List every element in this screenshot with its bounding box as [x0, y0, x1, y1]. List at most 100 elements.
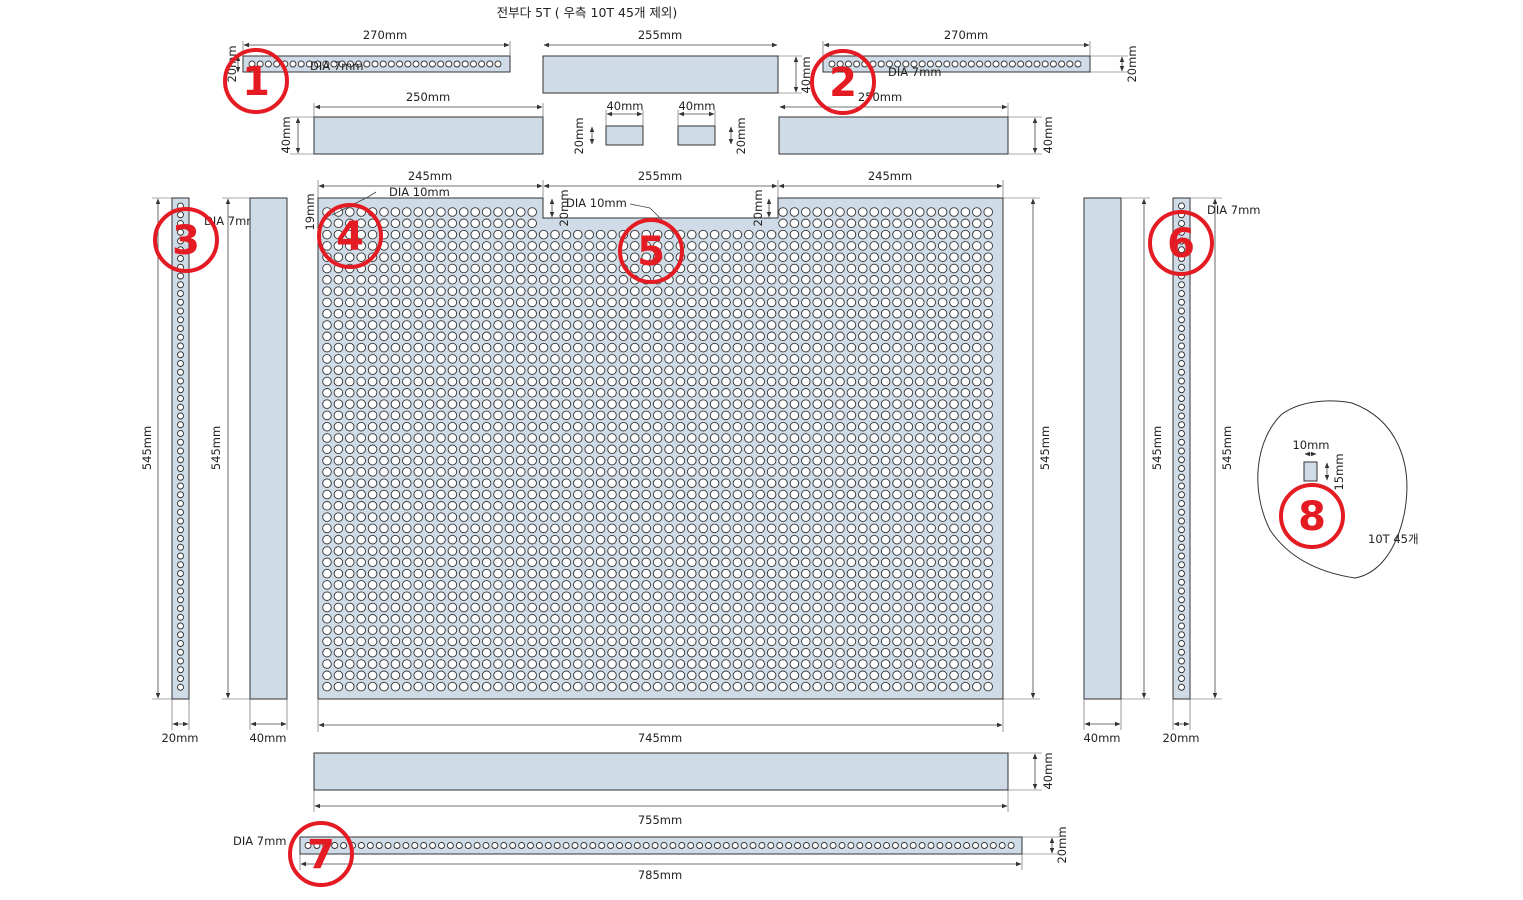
perforation-hole: [652, 433, 663, 443]
perforation-hole: [390, 647, 401, 658]
perforation-hole: [937, 614, 948, 624]
perforation-hole: [755, 580, 765, 590]
perforation-hole: [618, 591, 629, 601]
perforation-hole: [835, 342, 845, 353]
perforation-hole: [424, 354, 435, 364]
perforation-hole: [678, 842, 686, 849]
perforation-hole: [698, 365, 708, 375]
perforation-hole: [607, 342, 617, 353]
perforation-hole: [504, 297, 515, 308]
perforation-hole: [516, 636, 526, 647]
perforation-hole: [721, 252, 731, 262]
perforation-hole: [846, 512, 857, 522]
perforation-hole: [903, 263, 914, 274]
perforation-hole: [903, 568, 914, 579]
perforation-hole: [481, 523, 492, 534]
perforation-hole: [698, 342, 708, 353]
perforation-hole: [177, 543, 184, 551]
perforation-hole: [664, 647, 674, 658]
perforation-hole: [823, 229, 834, 240]
perforation-hole: [972, 342, 982, 353]
perforation-hole: [903, 286, 914, 296]
perforation-hole: [892, 501, 902, 511]
perforation-hole: [573, 670, 583, 681]
perforation-hole: [424, 229, 435, 240]
perforation-hole: [333, 681, 344, 692]
perforation-hole: [527, 342, 537, 353]
perforation-hole: [778, 399, 788, 409]
perforation-hole: [687, 602, 697, 613]
perforation-hole: [504, 501, 515, 511]
perforation-hole: [584, 297, 594, 308]
perforation-hole: [721, 308, 731, 319]
perforation-hole: [983, 614, 993, 624]
perforation-hole: [481, 286, 492, 296]
perforation-hole: [493, 252, 503, 262]
perforation-hole: [835, 410, 845, 421]
perforation-hole: [459, 410, 469, 421]
perforation-hole: [367, 320, 378, 330]
perforation-hole: [379, 399, 389, 409]
perforation-hole: [402, 263, 412, 274]
perforation-hole: [732, 444, 743, 455]
perforation-hole: [481, 308, 492, 319]
perforation-hole: [926, 320, 936, 330]
perforation-hole: [698, 388, 708, 398]
perforation-hole: [778, 331, 788, 342]
perforation-hole: [402, 376, 412, 387]
perforation-hole: [436, 534, 446, 545]
perforation-hole: [390, 354, 401, 364]
perforation-hole: [607, 681, 617, 692]
perforation-hole: [413, 467, 423, 477]
perforation-hole: [972, 297, 982, 308]
perforation-hole: [322, 568, 332, 579]
perforation-hole: [915, 275, 925, 285]
perforation-hole: [322, 241, 332, 251]
perforation-hole: [664, 229, 674, 240]
perforation-hole: [584, 681, 594, 692]
perforation-hole: [675, 670, 686, 681]
perforation-hole: [459, 501, 469, 511]
perforation-hole: [390, 207, 401, 217]
perforation-hole: [732, 591, 743, 601]
marker-1: 1: [223, 48, 289, 114]
part-1-length: 270mm: [363, 28, 407, 42]
main-width: 745mm: [638, 731, 682, 745]
perforation-hole: [550, 308, 560, 319]
perforation-hole: [641, 229, 651, 240]
perforation-hole: [356, 376, 366, 387]
perforation-hole: [390, 614, 401, 624]
perforation-hole: [880, 399, 891, 409]
perforation-hole: [538, 647, 549, 658]
perforation-hole: [915, 342, 925, 353]
perforation-hole: [561, 489, 572, 500]
perforation-hole: [812, 455, 822, 466]
perforation-hole: [447, 591, 458, 601]
perforation-hole: [766, 614, 777, 624]
perforation-hole: [538, 275, 549, 285]
perforation-hole: [322, 263, 332, 274]
perforation-hole: [652, 614, 663, 624]
perforation-hole: [778, 501, 788, 511]
perforation-hole: [903, 354, 914, 364]
perforation-hole: [778, 625, 788, 635]
perforation-hole: [595, 444, 606, 455]
perforation-hole: [436, 320, 446, 330]
perforation-hole: [902, 60, 910, 68]
perforation-hole: [983, 659, 993, 669]
perforation-hole: [744, 297, 754, 308]
perforation-hole: [527, 218, 537, 229]
perforation-hole: [709, 241, 720, 251]
perforation-hole: [607, 659, 617, 669]
perforation-hole: [345, 388, 355, 398]
perforation-hole: [915, 647, 925, 658]
perforation-hole: [504, 229, 515, 240]
perforation-hole: [481, 659, 492, 669]
perforation-hole: [709, 354, 720, 364]
perforation-hole: [481, 342, 492, 353]
perforation-hole: [459, 580, 469, 590]
perforation-hole: [698, 489, 708, 500]
perforation-hole: [481, 444, 492, 455]
perforation-hole: [402, 568, 412, 579]
perforation-hole: [630, 659, 640, 669]
